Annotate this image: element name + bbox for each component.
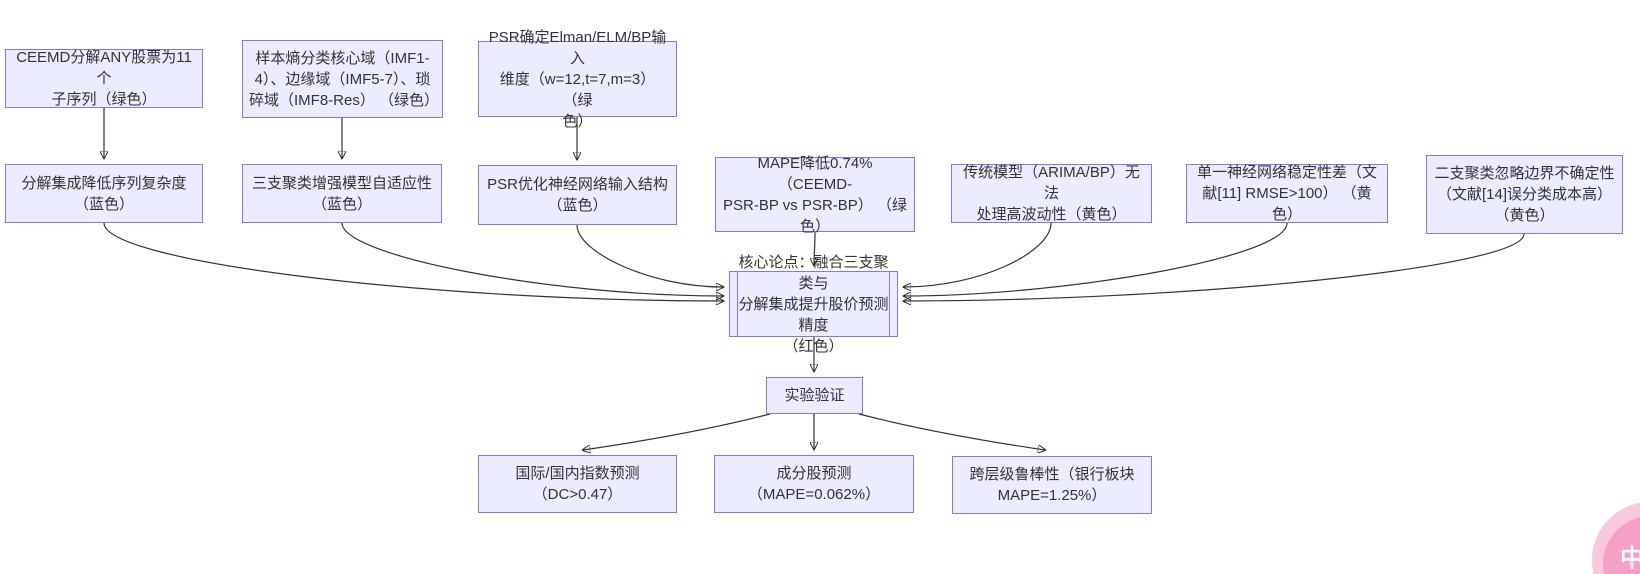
translate-button[interactable]: 中 A: [1592, 502, 1640, 574]
node-psr-dimension: PSR确定Elman/ELM/BP输入 维度（w=12,t=7,m=3） （绿 …: [478, 29, 677, 130]
node-label: 传统模型（ARIMA/BP）无法 处理高波动性（黄色）: [963, 164, 1140, 223]
node-label: 国际/国内指数预测 （DC>0.47）: [515, 465, 640, 503]
subroutine-left-line: [737, 272, 738, 336]
node-psr-benefit: PSR优化神经网络输入结构 （蓝色）: [478, 165, 677, 225]
edge-cluster-to-core: [341, 222, 723, 296]
node-label: 分解集成降低序列复杂度 （蓝色）: [21, 174, 187, 213]
node-label: PSR优化神经网络输入结构 （蓝色）: [487, 176, 668, 214]
node-core-thesis: 核心论点：融合三支聚类与 分解集成提升股价预测精度 （红色）: [729, 254, 898, 355]
node-ceemd-decompose: CEEMD分解ANY股票为11个 子序列（绿色）: [5, 49, 203, 108]
node-label: 单一神经网络稳定性差（文 献[11] RMSE>100） （黄色）: [1196, 164, 1377, 223]
edge-decomp-to-core: [103, 222, 723, 301]
node-decompose-benefit: 分解集成降低序列复杂度 （蓝色）: [5, 164, 203, 223]
node-label: 三支聚类增强模型自适应性 （蓝色）: [251, 174, 432, 213]
node-component-stock-prediction: 成分股预测 （MAPE=0.062%）: [714, 455, 914, 513]
node-two-way-limitation: 二支聚类忽略边界不确定性 （文献[14]误分类成本高） （黄色）: [1426, 155, 1623, 234]
node-label: MAPE降低0.74%（CEEMD- PSR-BP vs PSR-BP） （绿 …: [723, 154, 907, 235]
node-cross-level-robustness: 跨层级鲁棒性（银行板块 MAPE=1.25%）: [952, 456, 1152, 514]
node-single-nn-limitation: 单一神经网络稳定性差（文 献[11] RMSE>100） （黄色）: [1186, 164, 1388, 223]
subroutine-right-line: [889, 272, 890, 336]
edge-experiment-to-robustness: [858, 413, 1045, 450]
node-index-prediction: 国际/国内指数预测 （DC>0.47）: [478, 455, 677, 513]
node-mape-improvement: MAPE降低0.74%（CEEMD- PSR-BP vs PSR-BP） （绿 …: [715, 155, 915, 235]
node-label: 跨层级鲁棒性（银行板块 MAPE=1.25%）: [969, 466, 1135, 504]
edge-singlenn-to-core: [904, 222, 1288, 296]
node-label: 核心论点：融合三支聚类与 分解集成提升股价预测精度 （红色）: [738, 253, 889, 355]
edge-twoway-to-core: [904, 233, 1525, 301]
node-label: 实验验证: [784, 387, 845, 404]
node-label: 二支聚类忽略边界不确定性 （文献[14]误分类成本高） （黄色）: [1434, 165, 1615, 224]
node-label: 样本熵分类核心域（IMF1- 4）、边缘域（IMF5-7）、琐 碎域（IMF8-…: [249, 49, 440, 109]
edge-traditional-to-core: [904, 222, 1052, 287]
node-sample-entropy: 样本熵分类核心域（IMF1- 4）、边缘域（IMF5-7）、琐 碎域（IMF8-…: [242, 40, 443, 118]
translate-chinese-glyph: 中: [1620, 545, 1640, 572]
node-experiment-validation: 实验验证: [766, 377, 863, 414]
node-traditional-limitation: 传统模型（ARIMA/BP）无法 处理高波动性（黄色）: [951, 164, 1152, 223]
edge-psrbenefit-to-core: [576, 224, 723, 287]
edge-experiment-to-index: [583, 413, 771, 450]
node-label: PSR确定Elman/ELM/BP输入 维度（w=12,t=7,m=3） （绿 …: [488, 28, 667, 130]
translate-icon: 中 A: [1603, 516, 1640, 574]
node-label: 成分股预测 （MAPE=0.062%）: [747, 465, 881, 503]
node-three-way-benefit: 三支聚类增强模型自适应性 （蓝色）: [242, 164, 442, 223]
node-label: CEEMD分解ANY股票为11个 子序列（绿色）: [16, 49, 192, 108]
